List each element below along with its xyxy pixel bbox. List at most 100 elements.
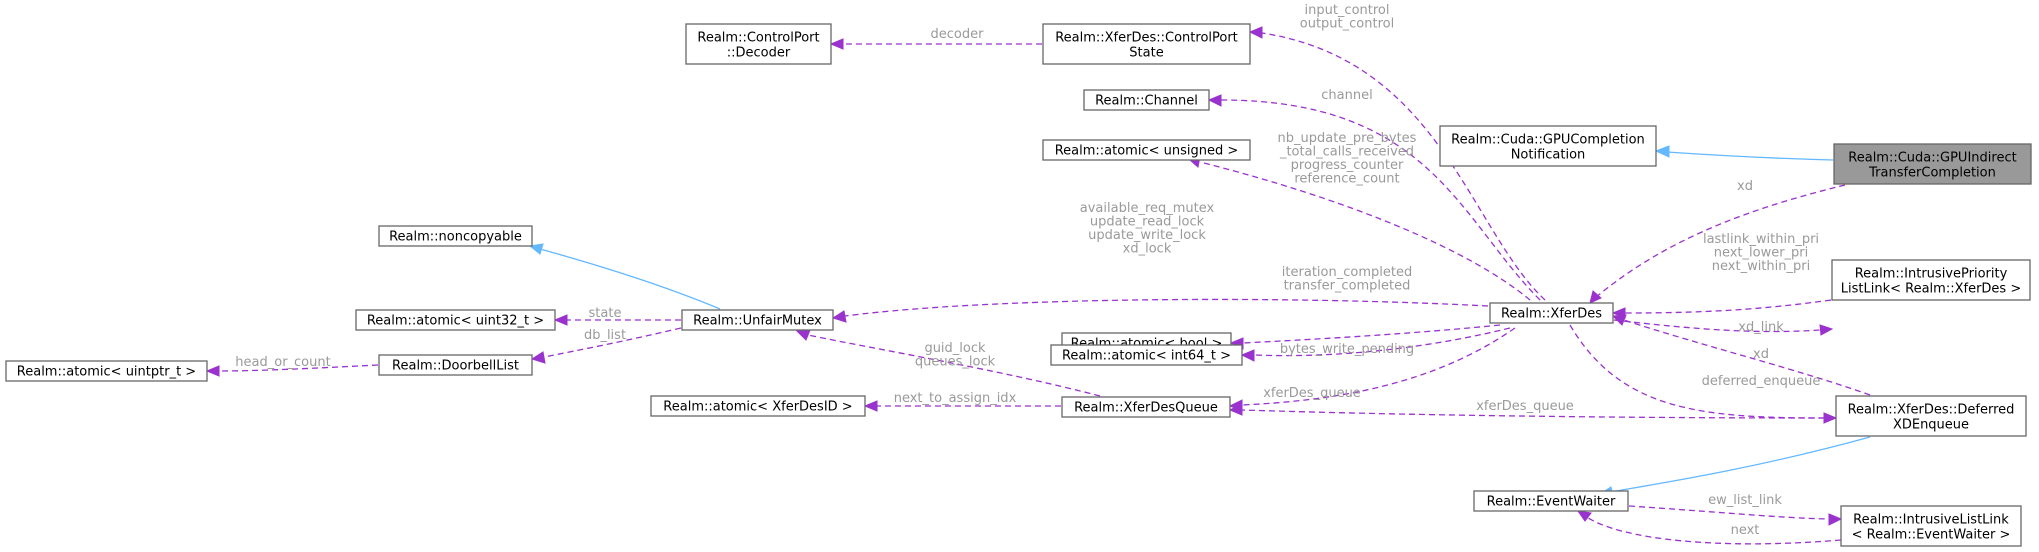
node-atomic-uint32[interactable]: Realm::atomic< uint32_t > bbox=[355, 309, 556, 331]
node-label-line: < Realm::EventWaiter > bbox=[1852, 528, 2011, 543]
node-event-waiter[interactable]: Realm::EventWaiter bbox=[1473, 490, 1629, 512]
edge-line-deferred-xferdes-queue bbox=[1241, 409, 1836, 419]
arrowhead-gpu-indirect-gpu-completion bbox=[1654, 145, 1670, 158]
node-label: Realm::atomic< unsigned > bbox=[1055, 144, 1239, 159]
edge-label-line: bytes_write_pending bbox=[1280, 342, 1414, 357]
node-box bbox=[378, 354, 533, 376]
edge-unfair-mutex-doorbell-list: db_list bbox=[530, 327, 682, 364]
node-label-line: ::Decoder bbox=[727, 46, 791, 61]
node-unfair-mutex[interactable]: Realm::UnfairMutex bbox=[681, 309, 834, 331]
edge-label-doorbell-list-atomic-uintptr: head_or_count bbox=[235, 355, 330, 370]
arrowhead-xferdes-queue-atomic-xferdesid bbox=[863, 400, 878, 412]
node-label: Realm::IntrusiveListLink< Realm::EventWa… bbox=[1852, 513, 2011, 543]
edge-label-event-waiter-intrusive-listlink: ew_list_link bbox=[1708, 493, 1782, 508]
edge-line-xferdes-xferdes-queue bbox=[1241, 327, 1516, 406]
node-label-line: Realm::Channel bbox=[1095, 94, 1198, 109]
edge-deferred-xferdes-queue: xferDes_queue bbox=[1228, 399, 1836, 419]
node-atomic-xferdesid[interactable]: Realm::atomic< XferDesID > bbox=[650, 395, 866, 417]
node-xferdes-queue[interactable]: Realm::XferDesQueue bbox=[1061, 396, 1231, 418]
edge-label-line: output_control bbox=[1300, 17, 1394, 32]
edge-label-line: next bbox=[1731, 523, 1760, 538]
node-label: Realm::XferDesQueue bbox=[1074, 401, 1218, 416]
node-atomic-int64[interactable]: Realm::atomic< int64_t > bbox=[1050, 344, 1243, 366]
node-box bbox=[685, 23, 832, 65]
edge-label-line: available_req_mutex bbox=[1080, 201, 1215, 216]
edge-label-xferdes-queue-atomic-xferdesid: next_to_assign_idx bbox=[894, 391, 1017, 406]
edge-label-line: queues_lock bbox=[915, 355, 996, 370]
node-label-line: Realm::IntrusiveListLink bbox=[1853, 513, 2009, 528]
edge-xferdes-xferdes-queue: xferDes_queue bbox=[1228, 327, 1516, 412]
edge-line-unfair-mutex-doorbell-list bbox=[543, 327, 682, 358]
node-controlport-decoder[interactable]: Realm::ControlPort::Decoder bbox=[685, 23, 832, 65]
arrowhead-intrusive-listlink-event-waiter bbox=[1576, 510, 1592, 522]
node-box bbox=[5, 360, 208, 382]
arrowhead-gpu-indirect-xferdes bbox=[1589, 290, 1602, 304]
node-atomic-uintptr[interactable]: Realm::atomic< uintptr_t > bbox=[5, 360, 208, 382]
edge-xferdes-atomic-unsigned: nb_update_pre_bytes_total_calls_received… bbox=[1189, 131, 1531, 301]
edge-label-line: update_read_lock bbox=[1090, 215, 1205, 230]
node-intrusive-listlink[interactable]: Realm::IntrusiveListLink< Realm::EventWa… bbox=[1840, 505, 2022, 547]
edge-line-deferred-event-waiter bbox=[1609, 436, 1871, 493]
edge-label-line: reference_count bbox=[1294, 172, 1399, 187]
edge-label-line: decoder bbox=[931, 27, 985, 42]
edge-line-gpu-indirect-gpu-completion bbox=[1666, 151, 1834, 161]
node-box bbox=[1042, 139, 1251, 161]
node-label-line: Realm::atomic< int64_t > bbox=[1062, 349, 1231, 364]
node-label: Realm::noncopyable bbox=[389, 230, 522, 245]
edge-label-line: transfer_completed bbox=[1284, 279, 1411, 294]
edge-line-xferdes-atomic-unsigned bbox=[1199, 161, 1531, 301]
node-label-line: Realm::atomic< unsigned > bbox=[1055, 144, 1239, 159]
edge-label-line: next_lower_pri bbox=[1714, 246, 1809, 261]
edge-label-intrusive-listlink-event-waiter: next bbox=[1731, 523, 1760, 538]
edge-label-line: lastlink_within_pri bbox=[1703, 232, 1819, 247]
node-label: Realm::UnfairMutex bbox=[693, 314, 822, 329]
arrowhead-xferdes-queue-unfair-mutex bbox=[795, 329, 811, 341]
edge-label-line: db_list bbox=[584, 328, 626, 343]
arrowhead-unfair-mutex-atomic-uint32 bbox=[553, 314, 568, 326]
node-atomic-unsigned[interactable]: Realm::atomic< unsigned > bbox=[1042, 139, 1251, 161]
edge-label-gpu-indirect-xferdes: xd bbox=[1737, 179, 1753, 194]
arrowhead-deferred-xferdes-queue bbox=[1228, 403, 1243, 416]
edge-label-line: update_write_lock bbox=[1088, 228, 1206, 243]
edge-label-line: channel bbox=[1321, 88, 1372, 103]
edge-gpu-indirect-xferdes: xd bbox=[1589, 179, 1846, 304]
node-box bbox=[1050, 344, 1243, 366]
node-label-line: State bbox=[1129, 46, 1163, 61]
edge-line-event-waiter-intrusive-listlink bbox=[1628, 505, 1830, 520]
edge-line-xferdes-atomic-int64 bbox=[1253, 327, 1511, 357]
edge-line-unfair-mutex-noncopyable bbox=[539, 248, 721, 310]
edge-label-xferdes-deferred: deferred_enqueue bbox=[1702, 374, 1821, 389]
edge-label-line: xd bbox=[1737, 179, 1753, 194]
arrowhead-xferdes-atomic-int64 bbox=[1240, 349, 1255, 362]
node-box bbox=[1833, 143, 2032, 185]
arrowhead-deferred-xferdes bbox=[1611, 314, 1627, 326]
edge-label-line: _total_calls_received bbox=[1279, 145, 1414, 160]
node-label-line: Notification bbox=[1511, 148, 1586, 163]
node-label-line: Realm::UnfairMutex bbox=[693, 314, 822, 329]
arrowhead-xferdes-channel bbox=[1207, 94, 1222, 107]
edge-line-xferdes-channel bbox=[1220, 99, 1541, 301]
node-box bbox=[1831, 259, 2031, 301]
arrowhead-doorbell-list-atomic-uintptr bbox=[205, 365, 220, 377]
node-xferdes[interactable]: Realm::XferDes bbox=[1489, 302, 1614, 324]
edge-line-deferred-xferdes bbox=[1623, 319, 1871, 396]
edge-line-xferdes-intrusive-priority bbox=[1613, 319, 1821, 333]
node-noncopyable[interactable]: Realm::noncopyable bbox=[378, 225, 533, 247]
node-channel[interactable]: Realm::Channel bbox=[1083, 89, 1210, 111]
node-doorbell-list[interactable]: Realm::DoorbellList bbox=[378, 354, 533, 376]
node-label-line: Realm::EventWaiter bbox=[1487, 495, 1616, 510]
